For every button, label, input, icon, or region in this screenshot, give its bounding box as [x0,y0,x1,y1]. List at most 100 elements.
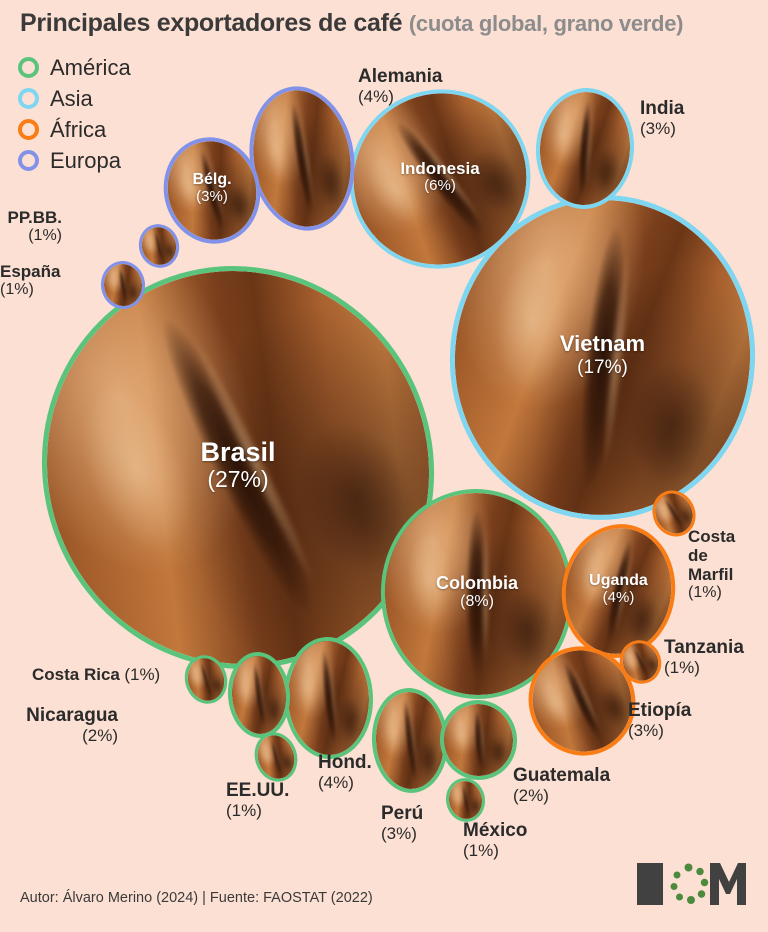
bubble-indonesia[interactable]: Indonesia(6%) [315,54,565,304]
bubble-label-alemania: Alemania(4%) [358,66,442,106]
bubble-label-espana: España(1%) [0,262,61,299]
bubble-country-name: Perú [381,803,424,824]
bubble-label-eeuu: EE.UU.(1%) [226,780,289,820]
page-title: Principales exportadores de café (cuota … [20,9,683,38]
bubble-country-value: (1%) [124,665,161,684]
bean-body [182,653,230,706]
bean-body [286,639,371,757]
legend-item-amrica[interactable]: América [18,52,131,83]
bubble-mexico[interactable] [442,774,489,826]
coffee-bean-icon [369,686,451,795]
bean-body [439,699,518,781]
coffee-bean-icon [248,726,304,788]
bean-body [445,778,486,822]
bubble-espana[interactable] [98,258,148,312]
title-subtitle: (cuota global, grano verde) [408,11,684,36]
bubble-country-name: España [0,262,61,281]
logo-letter-o-dots [670,863,709,904]
bubble-label-costarica: Costa Rica (1%) [32,665,160,685]
bean-highlight [394,514,466,644]
bubble-country-name: Marfil [688,565,734,585]
bubble-label-honduras: Hond.(4%) [318,752,372,792]
bubble-country-value: (4%) [318,773,354,793]
footer-credit: Autor: Álvaro Merino (2024) | Fuente: FA… [20,890,373,906]
legend-color-ring-icon [18,88,39,109]
bubble-label-nicaragua: Nicaragua(2%) [0,705,118,745]
bubble-country-name: México [463,820,528,841]
legend-item-label: Asia [50,85,93,111]
bubble-country-value: (1%) [226,801,262,821]
legend-color-ring-icon [18,119,39,140]
bubble-label-peru: Perú(3%) [381,803,423,843]
eom-logo [636,858,746,910]
bubble-country-name: Etiopía [628,700,692,721]
bubble-honduras[interactable] [281,635,376,761]
bubble-country-name: India [640,98,685,119]
bean-body [137,222,181,270]
bubble-label-india: India(3%) [640,98,684,138]
bubble-country-value: (1%) [28,227,62,245]
bean-shadow [481,729,515,773]
bubble-nicaragua[interactable] [225,649,293,741]
bubble-country-value: (2%) [82,726,118,746]
bubble-country-name: de [688,546,708,566]
title-main: Principales exportadores de café [20,9,403,37]
bubble-country-name: Costa [688,527,736,546]
coffee-bean-icon [225,649,293,741]
bubble-peru[interactable] [369,686,451,795]
legend-item-europa[interactable]: Europa [18,145,131,176]
coffee-bean-icon [531,84,639,213]
bubble-costarica[interactable] [179,650,233,709]
bubble-country-name: Nicaragua [26,705,118,726]
bean-body [243,83,361,234]
bubble-country-name: PP.BB. [7,208,63,227]
bubble-brasil[interactable]: Brasil(27%) [0,206,495,729]
legend-color-ring-icon [18,57,39,78]
coffee-bean-icon [434,695,523,785]
bubble-label-tanzania: Tanzania(1%) [664,637,744,677]
bubble-tanzania[interactable] [612,633,669,691]
bubble-country-name: Hond. [318,752,372,773]
bean-body [557,521,680,661]
bean-highlight [545,100,581,173]
bean-crease [462,486,492,702]
bubble-country-name: Tanzania [664,637,744,658]
bubble-country-value: (1%) [0,281,34,299]
bubble-country-value: (3%) [628,721,664,741]
coffee-bean-icon [612,633,669,691]
coffee-bean-icon [133,219,185,273]
legend-item-label: África [50,116,107,142]
bubble-label-guatemala: Guatemala(2%) [513,765,610,805]
bubble-paisesbajos[interactable] [133,219,185,273]
bean-body [536,88,634,209]
legend-item-label: América [50,54,131,80]
bean-highlight [445,712,476,760]
bubble-country-value: (3%) [381,824,417,844]
bean-body [101,262,145,308]
bubble-country-name: Alemania [358,66,443,87]
bubble-alemania[interactable] [239,78,365,239]
bubble-label-mexico: México(1%) [463,820,527,860]
bubble-country-value: (3%) [640,119,676,139]
coffee-bean-icon [179,650,233,709]
bubble-label-paisesbajos: PP.BB.(1%) [0,208,63,245]
bubble-uganda[interactable]: Uganda(4%) [553,516,684,666]
bubble-country-value: (1%) [463,841,499,861]
coffee-bean-icon [442,774,489,826]
bean-body [616,637,665,687]
bubble-country-value: (1%) [664,658,700,678]
legend-color-ring-icon [18,150,39,171]
bubble-guatemala[interactable] [434,695,523,785]
bubble-country-name: Costa Rica [32,665,120,684]
logo-letter-m [710,863,746,905]
bubble-country-name: Guatemala [513,765,611,786]
bubble-india[interactable] [531,84,639,213]
legend-item-frica[interactable]: África [18,114,131,145]
bubble-eeuu[interactable] [248,726,304,788]
bean-body [373,690,447,791]
bubble-label-etiopia: Etiopía(3%) [628,700,691,740]
legend-item-asia[interactable]: Asia [18,83,131,114]
bean-highlight [292,652,323,725]
